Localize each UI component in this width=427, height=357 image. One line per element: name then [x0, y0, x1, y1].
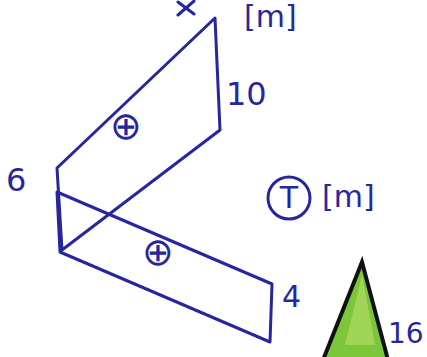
circled-symbol: T	[266, 175, 312, 221]
dimension-number: 4	[282, 282, 301, 312]
sign-symbol: ⊕	[142, 233, 174, 271]
upper-plane: ⊕	[52, 12, 224, 256]
dimension-number: 6	[6, 164, 26, 196]
unit-label: [m]	[244, 2, 297, 32]
symbol-letter: T	[280, 183, 298, 213]
plane-outline	[57, 18, 220, 250]
dimension-number: 10	[226, 78, 267, 110]
cross-mark	[178, 1, 194, 15]
unit-label: [m]	[322, 182, 375, 212]
circle-outline	[268, 177, 310, 219]
sign-symbol: ⊕	[110, 107, 142, 145]
cross-mark	[178, 2, 194, 14]
triangle-highlight	[345, 275, 375, 345]
green-triangle	[323, 262, 388, 357]
plane-outline	[57, 192, 272, 342]
lower-plane: ⊕	[52, 185, 277, 347]
dimension-number: 16	[388, 320, 424, 348]
